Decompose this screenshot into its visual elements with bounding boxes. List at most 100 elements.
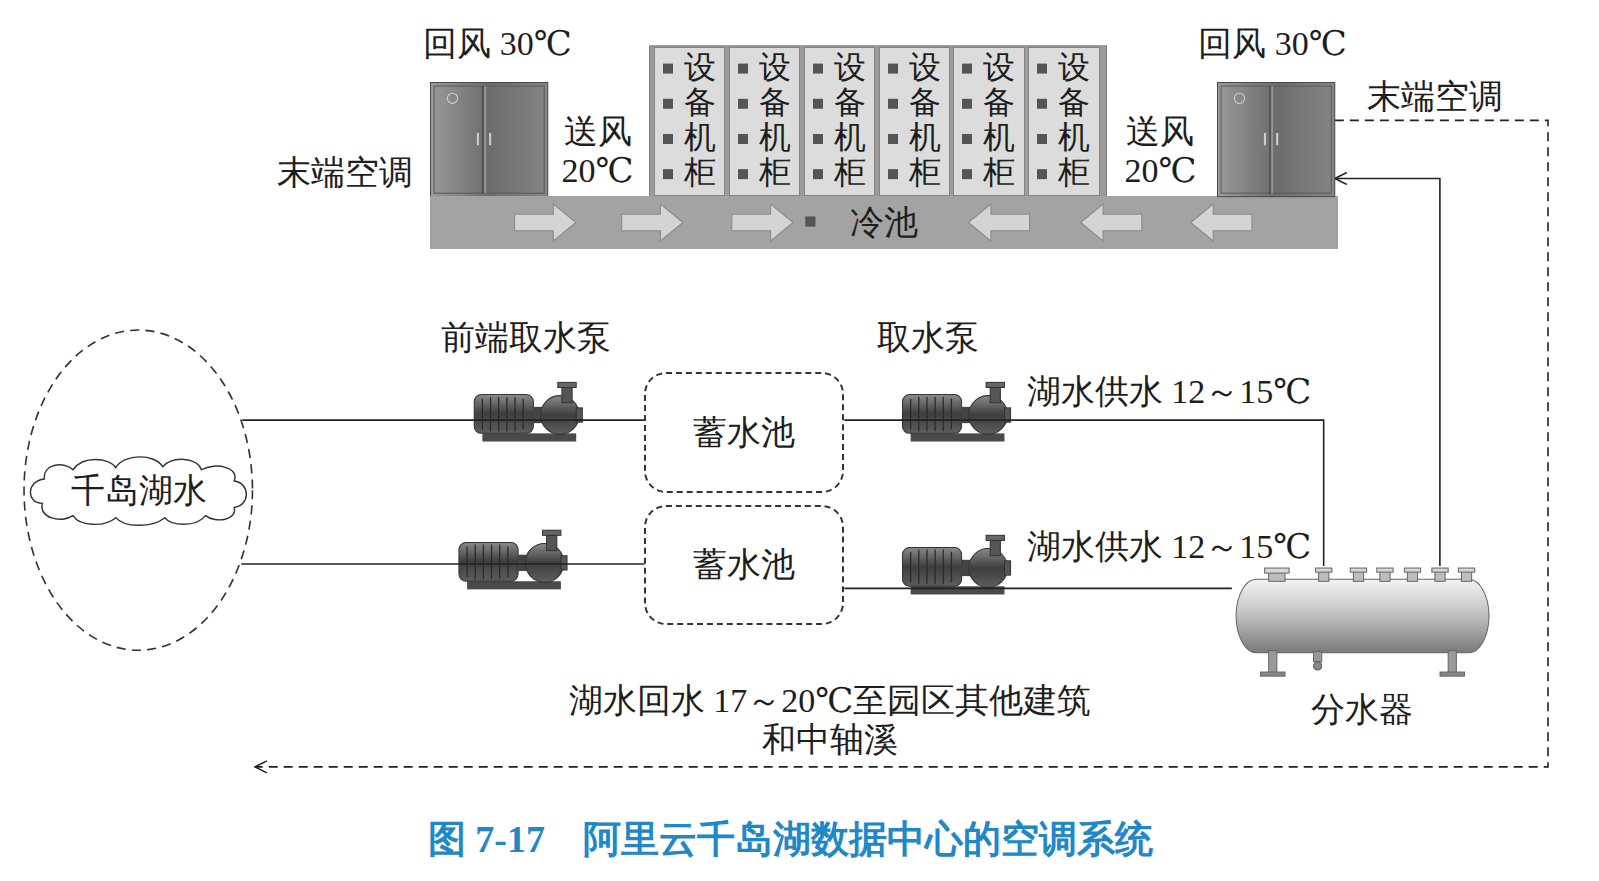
front-pump-icon xyxy=(459,530,567,589)
marker-square xyxy=(888,99,898,109)
cabinet-body xyxy=(1217,82,1334,196)
marker-square xyxy=(1037,99,1047,109)
tank-foot xyxy=(1260,672,1284,676)
nozzle-flange xyxy=(1432,568,1448,572)
airflow-arrow xyxy=(969,204,1030,241)
lake-ellipse: 千岛湖水 xyxy=(22,328,255,652)
drain-valve xyxy=(1313,662,1321,670)
cabinet-row-frame xyxy=(650,46,1107,197)
equipment-cabinet: 设备机柜 xyxy=(654,47,725,196)
door-handle xyxy=(1263,133,1265,145)
node-label: 蓄水池 xyxy=(693,413,795,452)
node-label: 末端空调 xyxy=(1367,80,1503,114)
lake-outline xyxy=(24,330,252,650)
water-distributor: 分水器 xyxy=(1232,566,1493,680)
marker-square xyxy=(962,99,972,109)
reservoir-box: 蓄水池 xyxy=(644,505,844,625)
edge-label: 湖水回水 17～20℃至园区其他建筑和中轴溪 xyxy=(563,681,1097,759)
marker-square xyxy=(962,64,972,74)
nozzle-flange xyxy=(1350,568,1366,572)
equipment-cabinet: 设备机柜 xyxy=(729,47,800,196)
marker-square xyxy=(738,99,748,109)
supply-air-label: 送风 20℃ xyxy=(1115,112,1207,190)
cabinet-frame xyxy=(1221,86,1331,193)
door-seam xyxy=(1271,86,1272,193)
tank-leg xyxy=(1269,651,1277,673)
marker-square xyxy=(1037,169,1047,179)
cabinet-frame xyxy=(434,86,544,193)
logo-mark xyxy=(448,93,458,103)
marker-square xyxy=(806,216,816,226)
marker-square xyxy=(1037,64,1047,74)
nozzle-flange xyxy=(1265,568,1289,573)
equipment-cabinet: 设备机柜 xyxy=(1028,47,1099,196)
marker-square xyxy=(738,64,748,74)
water-pipe-line xyxy=(1335,178,1440,566)
cabinet-label: 设备机柜 xyxy=(909,48,941,191)
node-label: 蓄水池 xyxy=(693,545,795,584)
ac-unit-drawing xyxy=(1217,82,1335,197)
supply-air-label: 送风 20℃ xyxy=(552,112,644,190)
door-seam xyxy=(485,86,486,193)
water-pipe-line xyxy=(241,563,644,565)
water-distributor-drawing xyxy=(1232,566,1493,680)
cabinet-label: 设备机柜 xyxy=(834,48,866,191)
airflow-arrow xyxy=(622,204,683,241)
nozzle-flange xyxy=(1315,568,1331,572)
equipment-cabinet: 设备机柜 xyxy=(879,47,950,196)
ac-unit-drawing xyxy=(430,82,548,197)
figure-caption: 图 7-17 阿里云千岛湖数据中心的空调系统 xyxy=(428,814,1153,865)
edge-label: 湖水供水 12～15℃ xyxy=(1025,527,1314,566)
airflow-arrow xyxy=(1191,204,1252,241)
cabinet-body xyxy=(431,82,548,196)
water-pipe-line xyxy=(844,588,1232,590)
marker-square xyxy=(1037,134,1047,144)
pump-icon xyxy=(902,535,1010,594)
door-handle xyxy=(477,133,479,145)
front-pump-icon xyxy=(474,382,582,441)
tank-leg xyxy=(1448,651,1456,673)
marker-square xyxy=(738,169,748,179)
return-air-label: 回风 30℃ xyxy=(1198,24,1347,63)
logo-mark xyxy=(1234,93,1244,103)
marker-square xyxy=(962,169,972,179)
airflow-arrow xyxy=(515,204,576,241)
door-seam xyxy=(1269,86,1270,193)
door-handle xyxy=(489,133,491,145)
node-label: 千岛湖水 xyxy=(71,471,207,510)
marker-square xyxy=(813,64,823,74)
node-label: 末端空调 xyxy=(277,153,413,192)
nozzle-flange xyxy=(1404,568,1420,572)
marker-square xyxy=(888,169,898,179)
cloud-shape xyxy=(31,457,247,525)
marker-square xyxy=(813,99,823,109)
return-water-line xyxy=(255,120,1548,767)
equipment-cabinet: 设备机柜 xyxy=(804,47,875,196)
node-label: 分水器 xyxy=(1311,690,1413,729)
nozzle-flange xyxy=(1377,568,1393,572)
marker-square xyxy=(888,134,898,144)
marker-square xyxy=(888,64,898,74)
marker-square xyxy=(962,134,972,144)
door-seam xyxy=(483,86,484,193)
tank-foot xyxy=(1440,672,1464,676)
reservoir-box: 蓄水池 xyxy=(644,372,844,492)
return-air-label: 回风 30℃ xyxy=(423,24,572,63)
node-label: 冷池 xyxy=(850,203,918,242)
nozzle-flange xyxy=(1458,568,1474,572)
drain-valve xyxy=(1313,652,1321,662)
water-pipe-line xyxy=(242,419,644,421)
edge-label: 湖水供水 12～15℃ xyxy=(1025,372,1314,411)
equipment-cabinet: 设备机柜 xyxy=(953,47,1024,196)
marker-square xyxy=(738,134,748,144)
airflow-arrow xyxy=(1081,204,1142,241)
door-handle xyxy=(1276,133,1278,145)
cold-pool-band: 冷池 xyxy=(430,196,1338,249)
pump-label: 前端取水泵 xyxy=(441,318,611,357)
tank-body xyxy=(1236,579,1489,652)
marker-square xyxy=(813,169,823,179)
cabinet-label: 设备机柜 xyxy=(983,48,1015,191)
ac-unit: 末端空调 xyxy=(1217,82,1335,197)
